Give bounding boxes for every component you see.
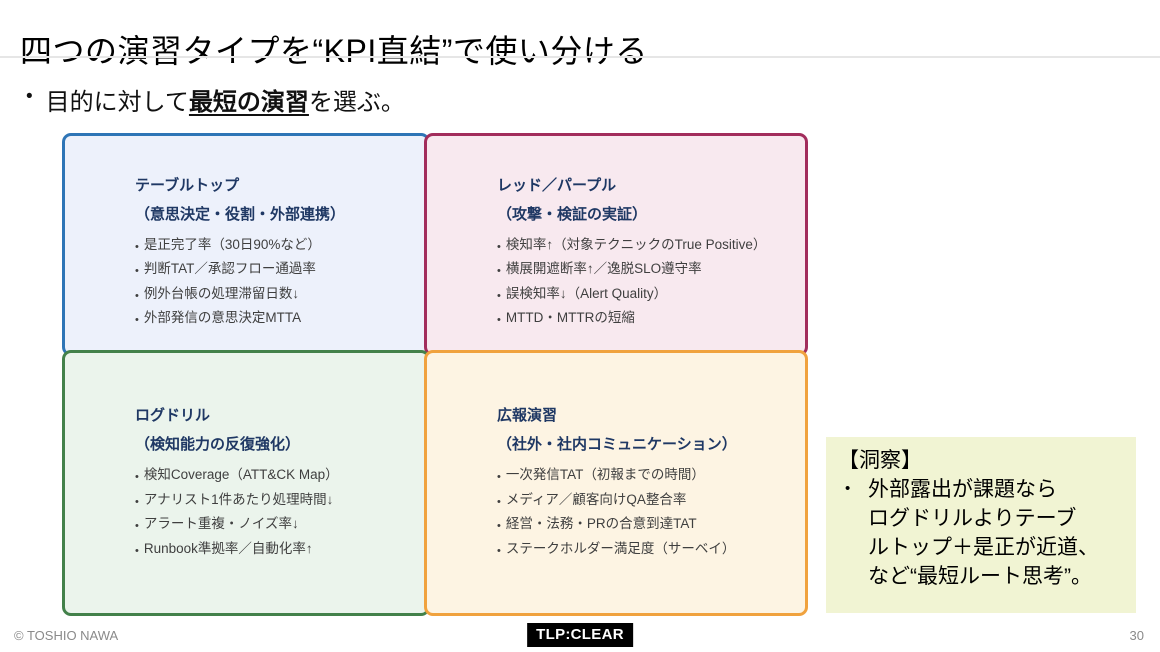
quadrant-tabletop: テーブルトップ （意思決定・役割・外部連携） •是正完了率（30日90%など） … xyxy=(62,133,430,356)
list-item-text: 是正完了率（30日90%など） xyxy=(143,236,321,252)
list-item-text: 一次発信TAT（初報までの時間） xyxy=(505,467,705,482)
bullet-icon: • xyxy=(497,314,501,326)
quadrant-title: ログドリル xyxy=(135,407,211,424)
list-item-text: 判断TAT／承認フロー通過率 xyxy=(143,261,316,276)
list-item: • 検知Coverage（ATT&CK Map） xyxy=(135,464,421,489)
list-item-text: 横展開遮断率↑／逸脱SLO遵守率 xyxy=(505,261,702,276)
bullet-icon: • xyxy=(135,471,139,483)
lead-sentence: • 目的に対して最短の演習を選ぶ。 xyxy=(26,82,405,117)
bullet-icon: • xyxy=(135,265,139,277)
list-item: • メディア／顧客向けQA整合率 xyxy=(497,489,799,514)
quadrant-content: テーブルトップ （意思決定・役割・外部連携） •是正完了率（30日90%など） … xyxy=(65,174,427,332)
bullet-icon: • xyxy=(135,544,139,557)
bullet-icon: • xyxy=(497,265,501,277)
title-divider xyxy=(0,56,1160,58)
list-item: • ステークホルダー満足度（サーベイ） xyxy=(497,538,799,563)
list-item-text: 検知率↑（対象テクニックのTrue Positive） xyxy=(505,236,767,252)
list-item-text: 例外台帳の処理滞留日数↓ xyxy=(143,285,300,301)
quadrant-title: レッド／パープル xyxy=(497,176,617,194)
list-item-text: アナリスト1件あたり処理時間↓ xyxy=(143,491,334,507)
bullet-icon: • xyxy=(135,289,139,302)
quadrant-pr-exercise: 広報演習 （社外・社内コミュニケーション） •一次発信TAT（初報までの時間） … xyxy=(424,350,808,616)
bullet-icon: • xyxy=(497,544,501,557)
list-item: • アラート重複・ノイズ率↓ xyxy=(135,513,421,538)
bullet-icon: • xyxy=(135,520,139,532)
bullet-icon: • xyxy=(497,495,501,508)
insight-callout: 【洞察】 • 外部露出が課題なら ログドリルよりテーブ ルトップ＋是正が近道、 … xyxy=(826,437,1136,613)
list-item: • アナリスト1件あたり処理時間↓ xyxy=(135,489,421,514)
quadrant-log-drill: ログドリル （検知能力の反復強化） • 検知Coverage（ATT&CK Map… xyxy=(62,350,430,616)
list-item: • 例外台帳の処理滞留日数↓ xyxy=(135,283,421,308)
list-item: • 経営・法務・PRの合意到達TAT xyxy=(497,513,799,538)
list-item-text: メディア／顧客向けQA整合率 xyxy=(505,491,687,507)
quadrant-title: 広報演習 xyxy=(497,407,558,424)
page-number: 30 xyxy=(1129,628,1144,643)
list-item: • 横展開遮断率↑／逸脱SLO遵守率 xyxy=(497,258,799,283)
tlp-clear-badge: TLP:CLEAR xyxy=(527,623,633,647)
bullet-icon: • xyxy=(26,86,33,107)
bullet-icon: • xyxy=(497,240,501,253)
lead-text: 目的に対して最短の演習を選ぶ。 xyxy=(46,82,405,117)
list-item-text: ステークホルダー満足度（サーベイ） xyxy=(505,540,736,556)
quadrant-red-purple: レッド／パープル （攻撃・検証の実証） • 検知率↑（対象テクニックのTrue P… xyxy=(424,133,808,356)
quadrant-subtitle: （攻撃・検証の実証） xyxy=(497,205,648,223)
insight-text: 外部露出が課題なら ログドリルよりテーブ ルトップ＋是正が近道、 など“最短ルー… xyxy=(868,478,1099,588)
lead-text-post: を選ぶ。 xyxy=(308,89,405,116)
quadrant-subtitle: （意思決定・役割・外部連携） xyxy=(135,205,346,223)
list-item-text: Runbook準拠率／自動化率↑ xyxy=(143,540,313,556)
insight-heading: 【洞察】 xyxy=(838,449,922,472)
list-item: • 誤検知率↓（Alert Quality） xyxy=(497,283,799,308)
lead-text-pre: 目的に対して xyxy=(45,89,189,116)
list-item: • Runbook準拠率／自動化率↑ xyxy=(135,538,421,563)
quadrant-content: ログドリル （検知能力の反復強化） • 検知Coverage（ATT&CK Map… xyxy=(65,404,427,562)
copyright-text: © TOSHIO NAWA xyxy=(14,628,119,643)
quadrant-content: レッド／パープル （攻撃・検証の実証） • 検知率↑（対象テクニックのTrue P… xyxy=(427,174,805,332)
bullet-icon: • xyxy=(135,495,139,508)
list-item-text: 外部発信の意思決定MTTA xyxy=(143,310,302,325)
bullet-icon: • xyxy=(497,289,501,302)
insight-bullet: • 外部露出が課題なら ログドリルよりテーブ ルトップ＋是正が近道、 など“最短… xyxy=(838,475,1124,591)
list-item: • 検知率↑（対象テクニックのTrue Positive） xyxy=(497,234,799,259)
list-item-text: 検知Coverage（ATT&CK Map） xyxy=(143,467,339,482)
page-title: 四つの演習タイプを“KPI直結”で使い分ける xyxy=(20,33,648,70)
bullet-icon: • xyxy=(497,471,501,483)
list-item-text: 経営・法務・PRの合意到達TAT xyxy=(505,516,697,531)
list-item-text: アラート重複・ノイズ率↓ xyxy=(143,516,299,531)
quadrant-title: テーブルトップ xyxy=(135,176,240,194)
bullet-icon: • xyxy=(497,520,501,532)
quadrant-content: 広報演習 （社外・社内コミュニケーション） •一次発信TAT（初報までの時間） … xyxy=(427,404,805,562)
bullet-icon: • xyxy=(135,314,139,326)
list-item: • 外部発信の意思決定MTTA xyxy=(135,307,421,332)
list-item: • 是正完了率（30日90%など） xyxy=(135,234,421,259)
list-item: • 判断TAT／承認フロー通過率 xyxy=(135,258,421,283)
bullet-icon: • xyxy=(135,240,139,253)
quadrant-subtitle: （社外・社内コミュニケーション） xyxy=(497,436,737,453)
list-item-text: 誤検知率↓（Alert Quality） xyxy=(505,285,668,301)
list-item: • MTTD・MTTRの短縮 xyxy=(497,307,799,332)
list-item: • 一次発信TAT（初報までの時間） xyxy=(497,464,799,489)
list-item-text: MTTD・MTTRの短縮 xyxy=(505,310,635,325)
bullet-icon: • xyxy=(845,480,851,497)
quadrant-subtitle: （検知能力の反復強化） xyxy=(135,436,301,453)
lead-text-emphasis: 最短の演習 xyxy=(188,89,309,116)
